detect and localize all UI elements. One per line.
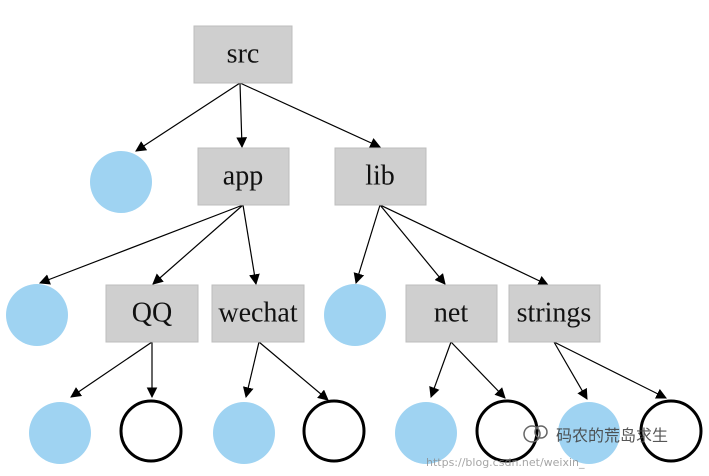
- edge-app-wechat: [242, 204, 260, 286]
- node-net[interactable]: net: [405, 284, 498, 343]
- file-node-qq[interactable]: [29, 402, 91, 464]
- watermark-url: https://blog.csdn.net/weixin_: [426, 456, 585, 469]
- node-lib-label: lib: [365, 161, 395, 192]
- edge-lib-file: [353, 204, 381, 285]
- empty-node-strings[interactable]: [639, 399, 703, 463]
- node-wechat-label: wechat: [218, 298, 298, 329]
- node-app[interactable]: app: [197, 147, 290, 206]
- edges-strings: [553, 341, 667, 400]
- empty-node-qq[interactable]: [119, 399, 183, 463]
- edges-app: [38, 204, 260, 286]
- file-node-app[interactable]: [6, 284, 68, 346]
- node-strings[interactable]: strings: [508, 284, 601, 343]
- file-nodes: [6, 151, 620, 464]
- node-net-label: net: [434, 298, 468, 329]
- watermark: 码农的荒岛求生 https://blog.csdn.net/weixin_: [426, 425, 668, 469]
- edge-lib-strings: [379, 204, 549, 286]
- node-qq-label: QQ: [132, 298, 172, 329]
- watermark-brand: 码农的荒岛求生: [556, 426, 668, 445]
- node-app-label: app: [223, 161, 263, 192]
- node-src-label: src: [227, 39, 260, 70]
- edge-lib-net: [379, 204, 446, 285]
- node-src[interactable]: src: [193, 25, 293, 84]
- edge-src-lib: [239, 82, 381, 148]
- edges-qq: [70, 341, 158, 399]
- edge-wechat-empty: [258, 341, 329, 401]
- file-node-strings[interactable]: [558, 402, 620, 464]
- empty-nodes: [119, 399, 703, 463]
- edge-src-file: [135, 82, 241, 152]
- edges-src: [135, 82, 381, 152]
- node-qq[interactable]: QQ: [105, 284, 199, 343]
- edge-src-app: [236, 82, 248, 149]
- node-strings-label: strings: [517, 298, 592, 329]
- edges-wechat: [242, 341, 329, 401]
- file-node-net[interactable]: [395, 402, 457, 464]
- edge-strings-empty: [553, 341, 667, 399]
- empty-node-net[interactable]: [475, 399, 539, 463]
- empty-node-wechat[interactable]: [302, 399, 366, 463]
- edge-wechat-file: [242, 341, 260, 399]
- file-node-src[interactable]: [90, 151, 152, 213]
- edges-net: [429, 341, 506, 399]
- edge-app-file: [38, 204, 244, 285]
- edges-lib: [353, 204, 549, 286]
- edge-strings-file: [553, 341, 588, 400]
- edge-app-qq: [152, 204, 244, 285]
- edge-qq-file: [70, 341, 153, 398]
- edge-net-file: [429, 341, 452, 399]
- file-node-lib[interactable]: [324, 284, 386, 346]
- file-node-wechat[interactable]: [213, 402, 275, 464]
- watermark-logo-icon: [523, 425, 548, 443]
- edge-net-empty: [450, 341, 506, 399]
- node-lib[interactable]: lib: [334, 147, 427, 206]
- node-wechat[interactable]: wechat: [211, 284, 305, 343]
